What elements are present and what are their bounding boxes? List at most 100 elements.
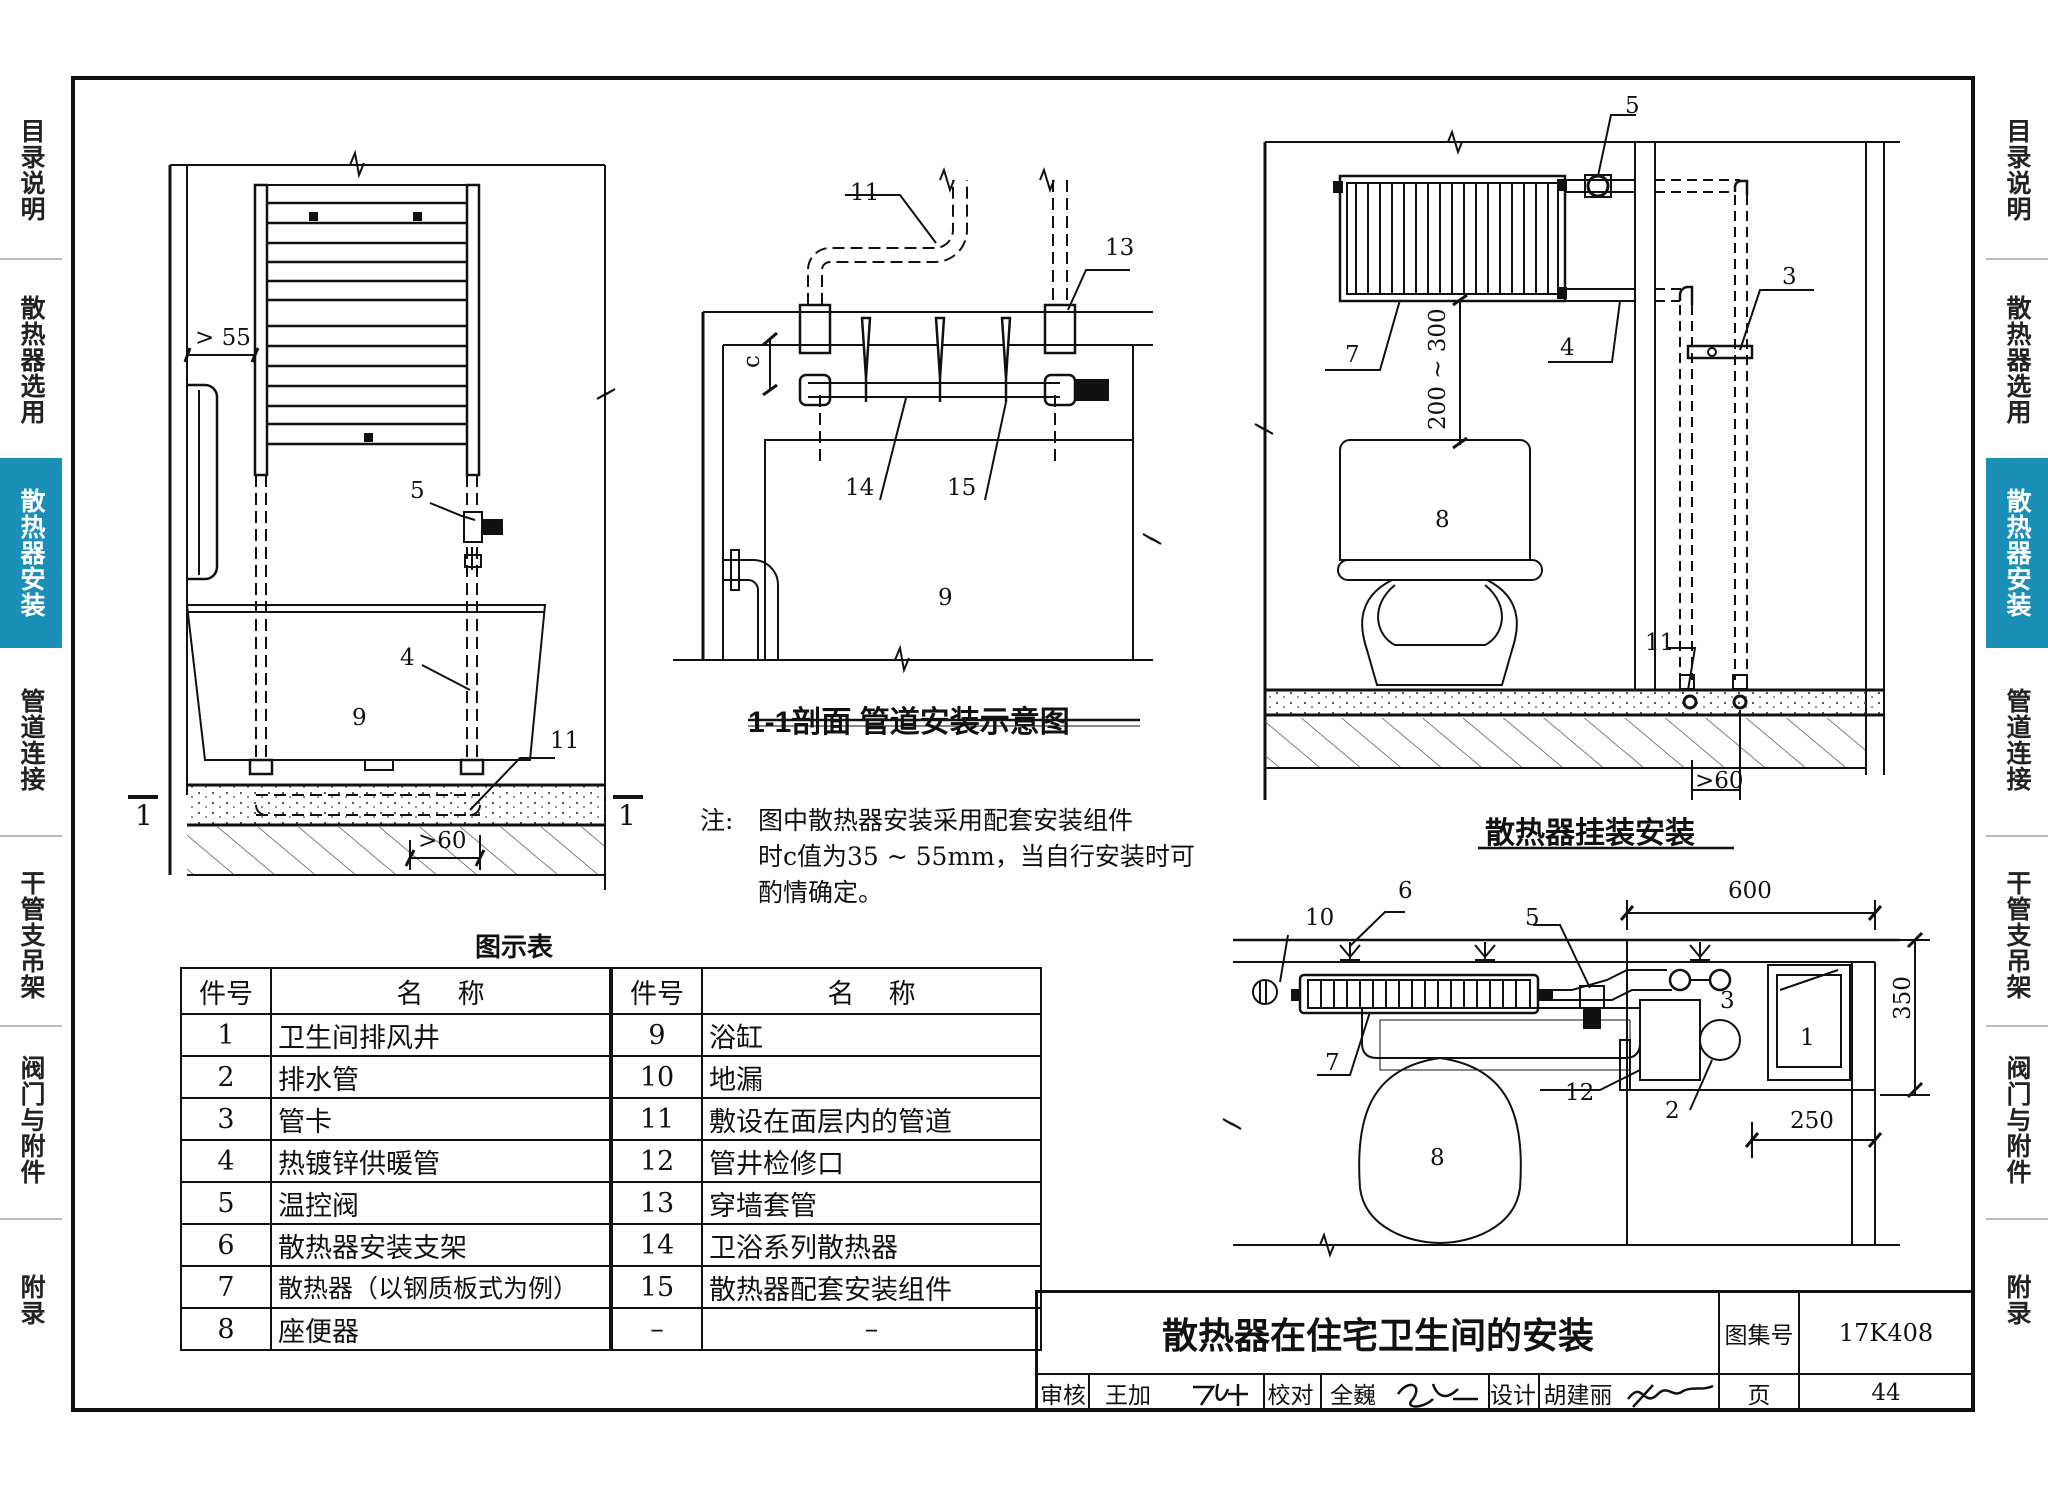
wall-hung-title: 散热器挂装安装 (1485, 817, 1695, 850)
tab-contents[interactable]: 目录说明 (17, 118, 46, 222)
legend-name: – (701, 1307, 1042, 1351)
tab-contents-right[interactable]: 目录说明 (2003, 118, 2032, 222)
legend-name: 温控阀 (270, 1181, 612, 1225)
legend-no: 5 (180, 1181, 272, 1225)
legend-no: 11 (609, 1097, 703, 1141)
tab-main-pipe-hangers[interactable]: 干管支吊架 (17, 870, 46, 1000)
tab-radiator-selection-right[interactable]: 散热器选用 (2003, 295, 2032, 425)
legend-header-name: 名 称 (270, 967, 612, 1015)
wall-hung-elevation-view (1254, 114, 1900, 850)
dim-c: c (739, 355, 765, 368)
dim-600: 600 (1728, 878, 1772, 904)
page-number: 44 (1871, 1380, 1901, 1406)
note-line1: 图中散热器安装采用配套安装组件 (758, 806, 1134, 835)
legend-no: 14 (609, 1223, 703, 1267)
callout-9-view1: 9 (352, 705, 367, 731)
callout-14: 14 (845, 475, 874, 501)
dim-gt55: > 55 (195, 325, 251, 351)
callout-9-view2: 9 (938, 585, 953, 611)
legend-no: 8 (180, 1307, 272, 1351)
tab-radiator-installation[interactable]: 散热器安装 (0, 458, 62, 648)
tab-valves-accessories-right[interactable]: 阀门与附件 (2003, 1055, 2032, 1185)
callout-6: 6 (1398, 878, 1413, 904)
review-label: 审核 (1040, 1383, 1086, 1409)
reviewer-signature (1193, 1383, 1248, 1406)
legend-name: 座便器 (270, 1307, 612, 1351)
legend-no: 7 (180, 1265, 272, 1309)
designer-signature (1627, 1384, 1714, 1408)
callout-4-view3: 4 (1560, 335, 1575, 361)
tab-radiator-selection[interactable]: 散热器选用 (17, 295, 46, 425)
reviewer-name: 王加 (1105, 1383, 1151, 1409)
dim-gt60-view3: >60 (1695, 768, 1744, 794)
tab-pipe-connection[interactable]: 管道连接 (17, 688, 46, 792)
legend-name: 卫生间排风井 (270, 1013, 612, 1057)
tab-pipe-connection-right[interactable]: 管道连接 (2003, 688, 2032, 792)
legend-name: 穿墙套管 (701, 1181, 1042, 1225)
drawing-title: 散热器在住宅卫生间的安装 (1161, 1315, 1594, 1356)
note-label: 注: (700, 806, 734, 835)
ladder-radiator (253, 183, 481, 477)
legend-name: 敷设在面层内的管道 (701, 1097, 1042, 1141)
legend-name: 卫浴系列散热器 (701, 1223, 1042, 1267)
legend-no: 2 (180, 1055, 272, 1099)
callout-10: 10 (1305, 905, 1334, 931)
legend-header-no-2: 件号 (609, 967, 703, 1015)
tab-appendix-right[interactable]: 附录 (2003, 1274, 2032, 1326)
legend-name: 浴缸 (701, 1013, 1042, 1057)
note-line2: 时c值为35 ~ 55mm，当自行安装时可 (758, 842, 1195, 871)
title-block: 散热器在住宅卫生间的安装 图集号 17K408 页 44 审核 王加 校对 全巍… (1035, 1290, 1975, 1412)
callout-5-view1: 5 (410, 478, 425, 504)
callout-3-plan: 3 (1720, 988, 1735, 1014)
tab-radiator-installation-right[interactable]: 散热器安装 (1986, 458, 2048, 648)
legend-no: 9 (609, 1013, 703, 1057)
dim-250: 250 (1790, 1108, 1834, 1134)
callout-8-plan: 8 (1430, 1145, 1445, 1171)
callout-11-view2: 11 (850, 180, 879, 206)
section-1-1-view (673, 166, 1162, 727)
page-label: 页 (1747, 1383, 1771, 1409)
plan-view (1222, 900, 1930, 1259)
legend-no: 13 (609, 1181, 703, 1225)
legend-name: 热镀锌供暖管 (270, 1139, 612, 1183)
legend-no: 10 (609, 1055, 703, 1099)
legend-no: 6 (180, 1223, 272, 1267)
callout-4-view1: 4 (400, 645, 415, 671)
note-line3: 酌情确定。 (758, 878, 884, 907)
dim-200-300: 200 ~ 300 (1425, 308, 1451, 430)
tab-appendix[interactable]: 附录 (17, 1274, 46, 1326)
section-mark-right: 1 (618, 799, 636, 832)
callout-12: 12 (1565, 1080, 1594, 1106)
toilet-elevation (1337, 439, 1543, 686)
atlas-label: 图集号 (1724, 1323, 1794, 1349)
callout-13: 13 (1105, 235, 1134, 261)
checker-signature (1396, 1383, 1478, 1408)
panel-radiator (1333, 174, 1567, 303)
callout-5-view3: 5 (1625, 93, 1640, 119)
legend-name: 散热器（以钢质板式为例） (270, 1265, 612, 1309)
dim-gt60-view1: >60 (418, 828, 467, 854)
callout-5-plan: 5 (1525, 905, 1540, 931)
tab-valves-accessories[interactable]: 阀门与附件 (17, 1055, 46, 1185)
callout-1: 1 (1800, 1025, 1815, 1051)
legend-header-name-2: 名 称 (701, 967, 1042, 1015)
callout-7-plan: 7 (1325, 1050, 1340, 1076)
toilet-plan (1358, 1007, 1641, 1245)
legend-no: 15 (609, 1265, 703, 1309)
thermostatic-valve (463, 511, 503, 570)
legend-header-no: 件号 (180, 967, 272, 1015)
radiator-plan (1291, 973, 1553, 1015)
bathtub (185, 604, 547, 771)
tab-main-pipe-hangers-right[interactable]: 干管支吊架 (2003, 870, 2032, 1000)
legend-no: 1 (180, 1013, 272, 1057)
legend-name: 地漏 (701, 1055, 1042, 1099)
callout-7-view3: 7 (1345, 342, 1360, 368)
designer-name: 胡建丽 (1543, 1383, 1613, 1409)
